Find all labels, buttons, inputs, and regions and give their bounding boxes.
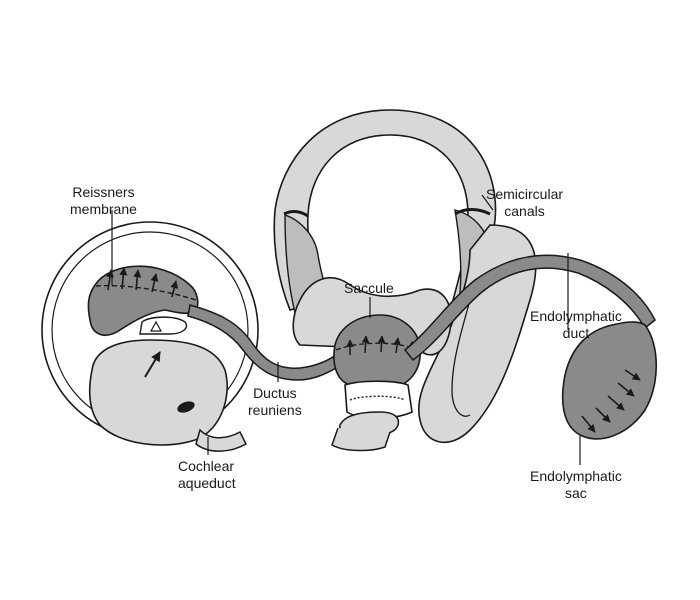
label-ductus-reuniens-line1: Ductus: [253, 385, 297, 401]
label-endolymphatic-sac-line1: Endolymphatic: [530, 468, 622, 484]
label-endolymphatic-duct: Endolymphatic duct: [530, 308, 622, 342]
label-semicircular-canals-line2: canals: [504, 203, 545, 219]
label-endolymphatic-sac: Endolymphatic sac: [530, 468, 622, 502]
label-ductus-reuniens-line2: reuniens: [248, 402, 302, 418]
round-window: [177, 401, 195, 413]
label-reissners-membrane-line2: membrane: [70, 201, 137, 217]
label-ductus-reuniens: Ductus reuniens: [248, 385, 302, 419]
cochlea: [41, 221, 259, 452]
label-endolymphatic-sac-line2: sac: [565, 485, 587, 501]
endolymphatic-duct: [403, 254, 656, 362]
oval-window-icon: [349, 395, 406, 401]
leader-lines: [111, 194, 581, 465]
saccule: [333, 314, 421, 392]
flow-arrow-icon: [144, 351, 161, 378]
stapes: [331, 380, 413, 452]
reissners-membrane-line: [95, 284, 197, 301]
label-reissners-membrane: Reissners membrane: [70, 184, 137, 218]
label-endolymphatic-duct-line2: duct: [562, 325, 590, 341]
endolymphatic-sac: [561, 321, 658, 440]
label-cochlear-aqueduct: Cochlear aqueduct: [178, 458, 236, 492]
label-saccule-line1: Saccule: [344, 280, 394, 296]
label-cochlear-aqueduct-line1: Cochlear: [178, 458, 235, 474]
label-endolymphatic-duct-line1: Endolymphatic: [530, 308, 622, 324]
label-semicircular-canals-line1: Semicircular: [486, 186, 564, 202]
label-saccule: Saccule: [344, 280, 394, 297]
triangle-marker-icon: [149, 320, 163, 332]
label-reissners-membrane-line1: Reissners: [72, 184, 135, 200]
label-semicircular-canals: Semicircular canals: [486, 186, 563, 220]
label-cochlear-aqueduct-line2: aqueduct: [178, 475, 236, 491]
endolymphatic-system: [87, 254, 658, 440]
